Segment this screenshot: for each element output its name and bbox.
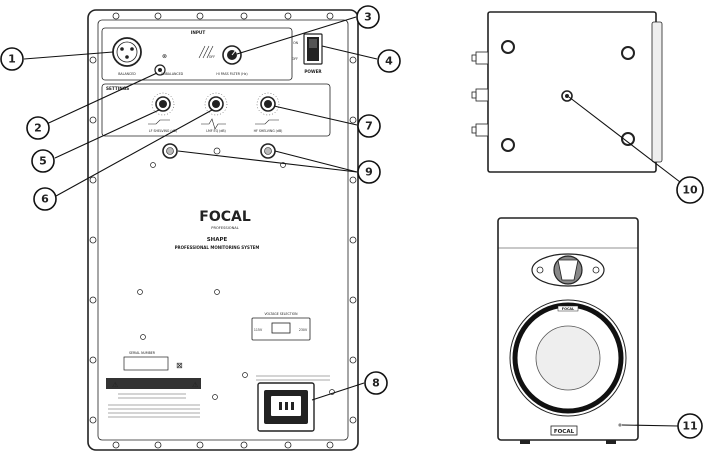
callout-7: 7	[357, 114, 381, 138]
front-badge: FOCAL	[554, 429, 575, 435]
front-badge-box	[550, 425, 578, 436]
warning-icon-left: ⚠	[112, 381, 119, 389]
rear-threaded-insert-right	[260, 143, 276, 159]
svg-text:8: 8	[372, 377, 380, 390]
callout-2: 2	[26, 116, 50, 140]
svg-text:11: 11	[682, 420, 697, 433]
voltage-selection-label: VOLTAGE SELECTION	[264, 312, 298, 316]
hi-pass-filter-label: HI PASS FILTER (Hz)	[216, 72, 247, 76]
leader-lines	[23, 16, 681, 427]
rear-threaded-insert-left	[162, 143, 178, 159]
lmf-eq-label: LMF EQ (dB)	[206, 129, 226, 133]
woofer-brand: FOCAL	[562, 307, 575, 311]
serial-number-box	[123, 356, 169, 371]
lf-shelving-label: LF SHELVING (dB)	[149, 129, 177, 133]
power-switch[interactable]	[303, 33, 323, 65]
svg-text:2: 2	[34, 122, 42, 135]
small-screws	[137, 147, 335, 400]
callout-1: 1	[0, 47, 24, 71]
lf-shelving-knob[interactable]	[151, 92, 175, 116]
serial-number-label: SERIAL NUMBER	[129, 351, 156, 355]
mains-power-socket[interactable]	[257, 382, 315, 432]
callout-9: 9	[357, 160, 381, 184]
power-label: POWER	[304, 69, 322, 74]
hf-shelving-knob[interactable]	[256, 92, 280, 116]
model-name: SHAPE	[207, 237, 228, 243]
power-led	[618, 423, 622, 427]
tweeter	[531, 253, 605, 287]
focal-logo: FOCAL	[199, 209, 251, 225]
input-section	[101, 27, 293, 81]
ground-symbol-icon: ⊗	[162, 53, 167, 60]
callout-3: 3	[356, 5, 380, 29]
warning-icon-right: ⚠	[192, 381, 199, 389]
woofer	[509, 299, 627, 417]
svg-text:1: 1	[8, 53, 16, 66]
weee-bin-icon: ⊠	[176, 361, 183, 370]
callout-8: 8	[364, 371, 388, 395]
settings-section	[101, 83, 331, 137]
hp-off-label: OFF	[209, 55, 215, 59]
side-connectors	[471, 51, 489, 137]
warning-text-lines	[108, 393, 200, 418]
svg-text:9: 9	[365, 166, 373, 179]
settings-label: SETTINGS	[106, 86, 129, 91]
callout-10: 10	[676, 176, 704, 204]
balanced-label: BALANCED	[118, 72, 136, 76]
xlr-input-connector[interactable]	[112, 37, 142, 67]
power-off-label: OFF	[292, 57, 298, 61]
power-on-label: ON	[293, 41, 299, 45]
warning-banner	[106, 378, 201, 389]
hf-shelving-label: HF SHELVING (dB)	[254, 129, 283, 133]
svg-text:3: 3	[364, 11, 372, 24]
svg-text:7: 7	[365, 120, 373, 133]
rear-panel: INPUT BALANCED UNBALANCED ⊗ HI PASS FILT…	[87, 9, 359, 451]
rca-input-connector[interactable]	[154, 64, 166, 76]
voltage-230-label: 230V	[299, 328, 308, 332]
filter-curve-icon	[198, 45, 214, 59]
svg-text:4: 4	[385, 55, 393, 68]
callout-6: 6	[33, 187, 57, 211]
callout-11: 11	[677, 413, 703, 439]
voltage-selector[interactable]	[251, 317, 311, 341]
input-label: INPUT	[191, 30, 206, 35]
svg-text:5: 5	[39, 155, 47, 168]
side-view	[471, 11, 663, 173]
callout-4: 4	[377, 49, 401, 73]
voltage-115-label: 115V	[254, 328, 263, 332]
panel-screws	[89, 12, 357, 449]
unbalanced-label: UNBALANCED	[161, 72, 184, 76]
lmf-eq-knob[interactable]	[204, 92, 228, 116]
svg-text:10: 10	[682, 184, 698, 197]
svg-text:6: 6	[41, 193, 49, 206]
bottom-threaded-insert	[561, 90, 573, 102]
eq-curve-icons	[148, 118, 279, 130]
side-feet	[501, 40, 635, 152]
callout-5: 5	[31, 149, 55, 173]
model-subtitle: PROFESSIONAL MONITORING SYSTEM	[175, 245, 260, 250]
front-view: FOCAL FOCAL	[497, 217, 639, 444]
focal-sub-logo: PROFESSIONAL	[211, 226, 238, 230]
mains-rating-text	[256, 375, 330, 381]
hi-pass-filter-knob[interactable]	[222, 45, 242, 65]
